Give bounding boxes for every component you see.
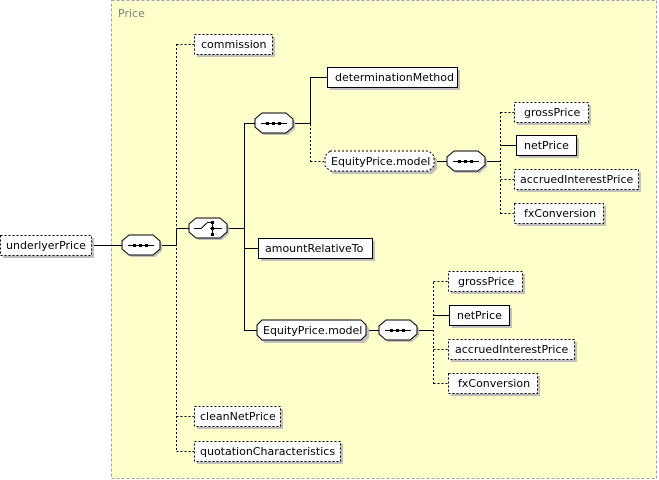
- sequence-compositor-upper: [254, 112, 295, 135]
- element-cleannetprice[interactable]: cleanNetPrice: [194, 406, 284, 430]
- element-amountrelativeto[interactable]: amountRelativeTo: [258, 238, 376, 262]
- element-label: grossPrice: [458, 275, 515, 288]
- element-label: amountRelativeTo: [265, 242, 364, 255]
- choice-compositor: [188, 217, 229, 240]
- element-accruedinterestprice-1[interactable]: accruedInterestPrice: [514, 169, 642, 193]
- element-determinationmethod[interactable]: determinationMethod: [327, 67, 461, 91]
- element-label: accruedInterestPrice: [520, 173, 634, 186]
- element-label: fxConversion: [524, 207, 596, 220]
- element-grossprice-2[interactable]: grossPrice: [448, 271, 526, 295]
- element-netprice-1[interactable]: netPrice: [516, 135, 580, 159]
- element-label: netPrice: [457, 309, 502, 322]
- element-label: commission: [201, 38, 267, 51]
- element-accruedinterestprice-2[interactable]: accruedInterestPrice: [448, 339, 578, 363]
- group-ref-label: EquityPrice.model: [331, 155, 430, 168]
- element-fxconversion-2[interactable]: fxConversion: [448, 373, 541, 397]
- element-label: netPrice: [524, 139, 569, 152]
- element-label: fxConversion: [458, 377, 530, 390]
- element-label: determinationMethod: [335, 71, 454, 84]
- element-label: accruedInterestPrice: [455, 343, 569, 356]
- group-ref-label: EquityPrice.model: [263, 324, 362, 337]
- element-netprice-2[interactable]: netPrice: [449, 305, 513, 329]
- element-grossprice-1[interactable]: grossPrice: [514, 102, 592, 126]
- sequence-compositor-root: [121, 234, 162, 257]
- element-quotationcharacteristics[interactable]: quotationCharacteristics: [194, 441, 344, 465]
- element-label: cleanNetPrice: [200, 410, 276, 423]
- group-ref-equityprice-model-2[interactable]: EquityPrice.model: [256, 319, 369, 343]
- element-fxconversion-1[interactable]: fxConversion: [514, 203, 607, 227]
- root-element-label: underlyerPrice: [6, 239, 86, 252]
- group-ref-equityprice-model-1[interactable]: EquityPrice.model: [324, 150, 437, 174]
- element-commission[interactable]: commission: [194, 34, 276, 58]
- element-label: quotationCharacteristics: [200, 445, 335, 458]
- sequence-compositor-model1: [446, 150, 487, 173]
- root-element-underlyerprice[interactable]: underlyerPrice: [0, 235, 95, 259]
- price-group-label: Price: [118, 7, 145, 20]
- sequence-compositor-model2: [378, 319, 419, 342]
- element-label: grossPrice: [524, 106, 581, 119]
